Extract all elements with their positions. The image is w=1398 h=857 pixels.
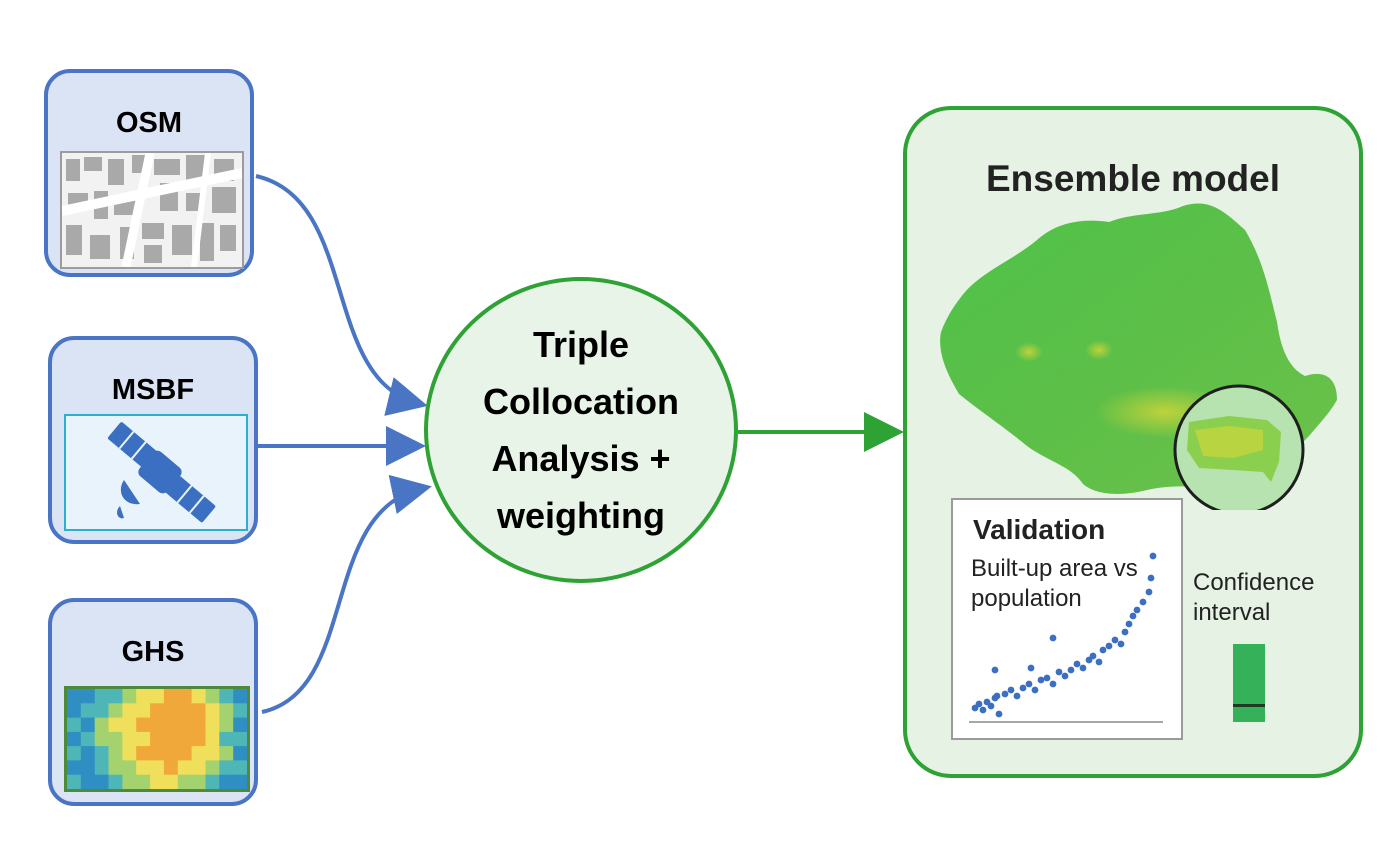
satellite-icon xyxy=(64,414,248,531)
scatter-point xyxy=(1117,640,1125,648)
scatter-point xyxy=(1145,588,1153,596)
osm-to-center-arrow xyxy=(255,174,428,416)
scatter-point xyxy=(991,666,999,674)
scatter-point xyxy=(1061,672,1069,680)
confidence-interval-bar xyxy=(1233,644,1265,722)
scatter-point xyxy=(1073,660,1081,668)
heatmap-grid-icon xyxy=(64,686,250,792)
msbf-source-card: MSBF xyxy=(48,336,258,544)
romania-map-icon xyxy=(940,203,1337,510)
scatter-point xyxy=(1013,692,1021,700)
scatter-point xyxy=(1125,620,1133,628)
scatter-point xyxy=(1007,686,1015,694)
scatter-point xyxy=(1049,680,1057,688)
scatter-point xyxy=(1037,676,1045,684)
scatter-point xyxy=(1111,636,1119,644)
confidence-interval-label: Confidence interval xyxy=(1193,569,1315,626)
scatter-point xyxy=(1149,552,1157,560)
scatter-point xyxy=(1067,666,1075,674)
scatter-point xyxy=(1139,598,1147,606)
scatter-plot xyxy=(969,552,1163,723)
scatter-point xyxy=(1049,634,1057,642)
msbf-label: MSBF xyxy=(111,374,195,406)
scatter-point xyxy=(1019,684,1027,692)
ghs-source-card: GHS xyxy=(48,598,258,806)
scatter-point xyxy=(975,700,983,708)
scatter-point xyxy=(1027,664,1035,672)
scatter-point xyxy=(1133,606,1141,614)
scatter-point xyxy=(1095,658,1103,666)
scatter-point xyxy=(1089,652,1097,660)
scatter-point xyxy=(1001,690,1009,698)
confidence-interval-median-line xyxy=(1233,704,1265,707)
scatter-point xyxy=(979,706,987,714)
osm-source-card: OSM xyxy=(44,69,254,277)
scatter-point xyxy=(993,692,1001,700)
panel-title: Ensemble model xyxy=(985,158,1281,199)
validation-scatter-chart: Validation Built-up area vs population xyxy=(951,498,1183,740)
scatter-point xyxy=(1129,612,1137,620)
scatter-point xyxy=(1099,646,1107,654)
ghs-label: GHS xyxy=(121,636,185,668)
scatter-point xyxy=(995,710,1003,718)
ghs-to-center-arrow xyxy=(261,474,432,714)
building-footprint-map-icon xyxy=(60,151,244,269)
center-label: Triple Collocation Analysis + weighting xyxy=(483,324,679,536)
scatter-point xyxy=(1055,668,1063,676)
scatter-point xyxy=(1079,664,1087,672)
ensemble-model-panel: Ensemble model Validatio xyxy=(903,106,1363,778)
validation-title: Validation xyxy=(973,514,1106,545)
triple-collocation-node: Triple Collocation Analysis + weighting xyxy=(424,277,738,583)
scatter-point xyxy=(1025,680,1033,688)
validation-subtitle: Built-up area vs population xyxy=(971,555,1138,612)
scatter-point xyxy=(1031,686,1039,694)
scatter-point xyxy=(1105,642,1113,650)
scatter-point xyxy=(1147,574,1155,582)
scatter-point xyxy=(1121,628,1129,636)
scatter-point xyxy=(1043,674,1051,682)
scatter-point xyxy=(987,702,995,710)
osm-label: OSM xyxy=(115,107,183,139)
